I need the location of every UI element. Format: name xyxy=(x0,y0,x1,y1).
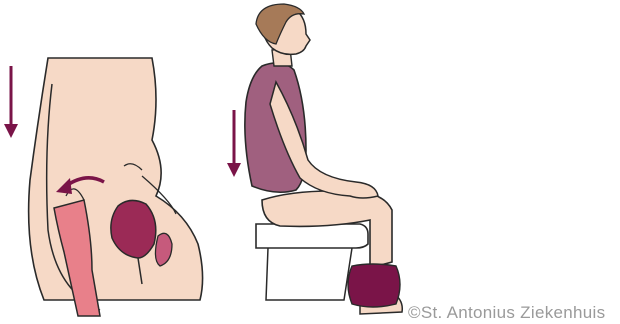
torso-skin xyxy=(29,58,203,300)
toilet xyxy=(256,224,368,248)
down-arrow-icon xyxy=(4,66,18,138)
seated-person-panel xyxy=(227,4,402,314)
copyright-text: ©St. Antonius Ziekenhuis xyxy=(408,303,605,323)
sock xyxy=(348,264,400,307)
anatomy-panel xyxy=(4,58,203,316)
down-arrow-icon xyxy=(227,110,241,177)
